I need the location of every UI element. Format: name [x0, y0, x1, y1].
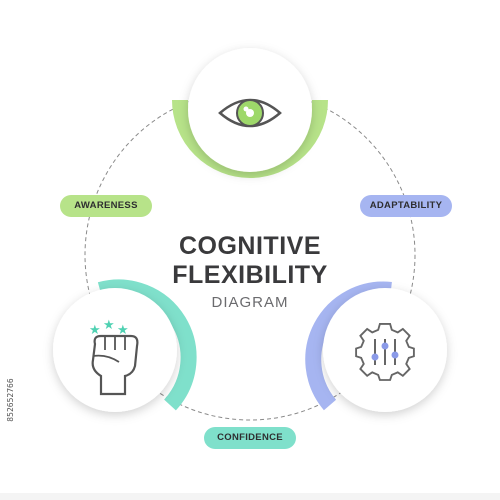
label-awareness: AWARENESS — [60, 195, 152, 217]
arc-confidence — [97, 279, 197, 411]
gear-sliders-icon — [355, 322, 415, 381]
label-adaptability: ADAPTABILITY — [360, 195, 452, 217]
eye-icon — [218, 98, 282, 128]
svg-text:★: ★ — [103, 318, 115, 333]
title-line-2: FLEXIBILITY — [172, 261, 328, 289]
svg-text:★: ★ — [117, 323, 129, 338]
stock-id: 852652766 — [6, 378, 15, 422]
title-line-1: COGNITIVE — [178, 232, 321, 260]
raised-fist-stars-icon: ★ ★ ★ — [89, 318, 139, 396]
svg-text:★: ★ — [89, 323, 101, 338]
subtitle: DIAGRAM — [211, 294, 289, 311]
label-confidence: CONFIDENCE — [204, 427, 296, 449]
bottom-strip — [0, 493, 500, 500]
